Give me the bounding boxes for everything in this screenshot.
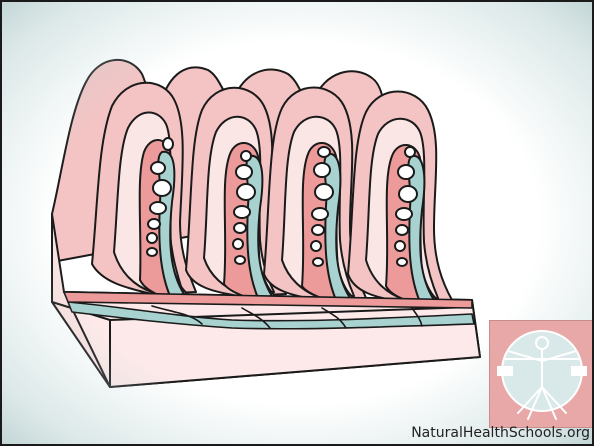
vitruvian-man-logo bbox=[489, 320, 594, 428]
watermark-text: NaturalHealthSchools.org bbox=[411, 425, 590, 441]
vitruvian-man-icon bbox=[490, 321, 594, 429]
villus-4 bbox=[348, 92, 452, 303]
